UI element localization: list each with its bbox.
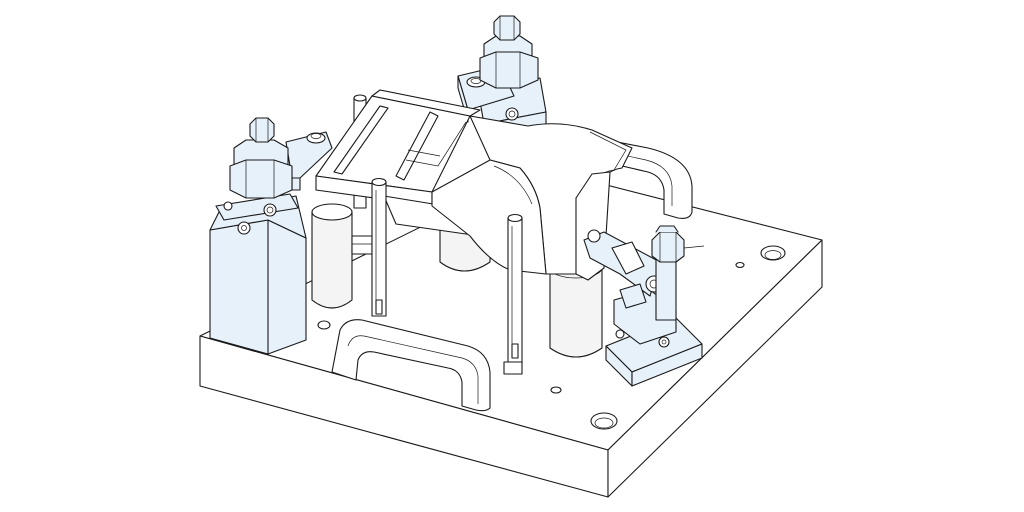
locating-pins — [371, 177, 523, 375]
hole-right — [760, 245, 786, 261]
support-cylinders — [311, 203, 603, 358]
hole-front — [590, 412, 618, 430]
handle-front — [331, 319, 491, 412]
hole-small-2 — [317, 320, 331, 330]
mounting-holes — [317, 245, 786, 430]
clamp-right — [583, 225, 705, 387]
hole-small-3 — [735, 261, 745, 269]
base-plate-side-face — [607, 239, 823, 498]
hole-small-1 — [550, 386, 562, 394]
clamp-left — [209, 117, 333, 355]
